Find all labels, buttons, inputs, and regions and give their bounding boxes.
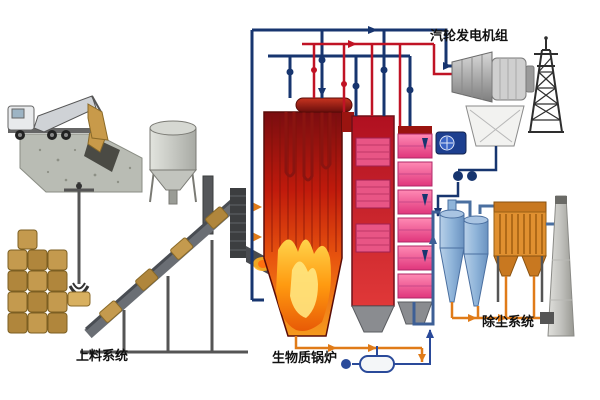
dump-truck xyxy=(7,95,109,141)
generator xyxy=(491,57,535,101)
chimney xyxy=(547,195,575,337)
bag-filter xyxy=(493,201,558,302)
second-pass xyxy=(342,112,395,333)
label-turbine-unit: 汽轮发电机组 xyxy=(430,28,508,43)
bale-stack xyxy=(7,229,68,334)
condenser xyxy=(465,105,525,147)
flue-duct xyxy=(412,210,440,326)
inclined-conveyor xyxy=(80,191,248,354)
feed-pumps xyxy=(434,146,498,217)
storage-silo xyxy=(148,120,198,205)
id-fan xyxy=(435,131,467,155)
steam-piping xyxy=(250,26,452,302)
condensate-tank xyxy=(341,329,434,373)
bale-grabber xyxy=(64,182,94,307)
receiving-platform xyxy=(19,129,143,193)
steam-drum xyxy=(295,97,353,113)
label-biomass-boiler: 生物质锅炉 xyxy=(272,350,337,365)
transmission-tower xyxy=(528,36,564,133)
steam-turbine xyxy=(451,51,493,103)
back-pass xyxy=(397,126,433,325)
label-dust-system: 除尘系统 xyxy=(482,314,534,329)
ash-conveyor xyxy=(450,276,554,324)
furnace-ash-line xyxy=(294,336,426,362)
furnace xyxy=(252,111,343,337)
label-feeding-system: 上料系统 xyxy=(76,348,128,363)
cyclone-separators xyxy=(439,199,494,307)
labels: 汽轮发电机组 除尘系统 上料系统 生物质锅炉 xyxy=(76,28,534,365)
